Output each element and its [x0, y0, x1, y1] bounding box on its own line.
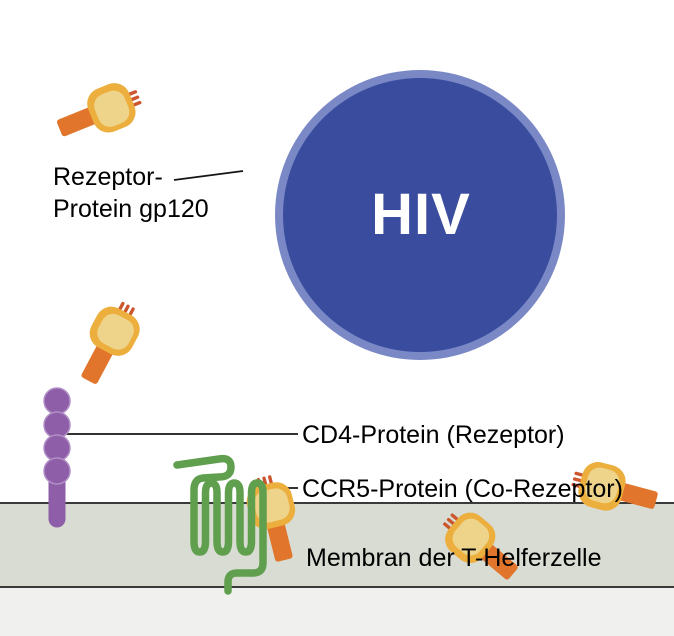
cd4-bead	[43, 387, 71, 415]
cd4-bead	[43, 411, 71, 439]
hiv-title: HIV	[371, 182, 471, 247]
spike-head-inner	[585, 467, 620, 504]
spike-head-inner	[94, 90, 130, 127]
gp120-spike	[81, 301, 140, 384]
gp120-spike	[571, 462, 658, 511]
cd4-bead	[43, 434, 71, 462]
membrane-band	[0, 503, 674, 587]
virus-body	[283, 78, 557, 352]
cell-interior	[0, 587, 674, 636]
cd4-protein	[43, 387, 71, 528]
ccr5-protein	[173, 454, 267, 595]
hiv-virion: HIV	[56, 70, 658, 580]
spike-head-inner	[97, 313, 134, 350]
gp120-spike	[56, 83, 142, 137]
gp120-label-line2: Protein gp120	[53, 195, 209, 223]
membrane-label: Membran der T-Helferzelle	[306, 544, 601, 572]
cd4-label: CD4-Protein (Rezeptor)	[302, 421, 565, 449]
spike-head-inner	[452, 518, 490, 556]
gp120-spike	[443, 512, 518, 580]
gp120-pointer-line	[173, 170, 244, 181]
ccr5-label: CCR5-Protein (Co-Rezeptor)	[302, 475, 623, 503]
gp120-label-line1: Rezeptor-	[53, 163, 163, 191]
cd4-bead	[43, 457, 71, 485]
